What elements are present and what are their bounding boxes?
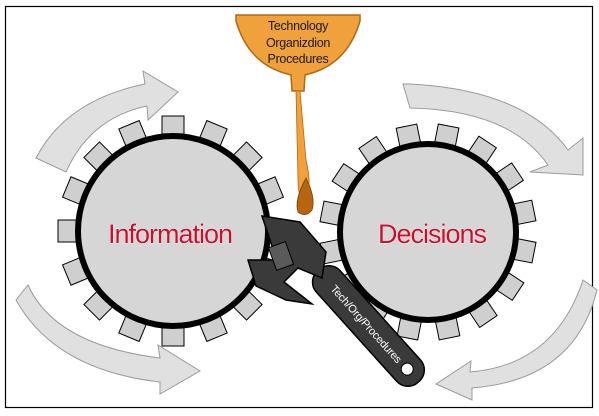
right-bottom-arrow: [434, 279, 598, 401]
left-bottom-arrow: [15, 284, 201, 395]
funnel: Technology Organizdion Procedures: [235, 14, 361, 215]
funnel-line-technology: Technology: [268, 19, 329, 33]
funnel-body: [235, 14, 361, 92]
oil-drop: [296, 177, 314, 215]
left-top-arrow: [35, 70, 179, 173]
decisions-label: Decisions: [378, 219, 487, 249]
funnel-line-procedures: Procedures: [268, 52, 329, 66]
decisions-gear-body: [337, 141, 519, 323]
funnel-line-organization: Organizdion: [266, 36, 330, 50]
wrench-hole: [400, 362, 414, 376]
right-top-arrow: [402, 83, 584, 176]
information-gear: [57, 115, 289, 347]
wrench-screw: [267, 241, 295, 271]
information-label: Information: [108, 219, 232, 249]
